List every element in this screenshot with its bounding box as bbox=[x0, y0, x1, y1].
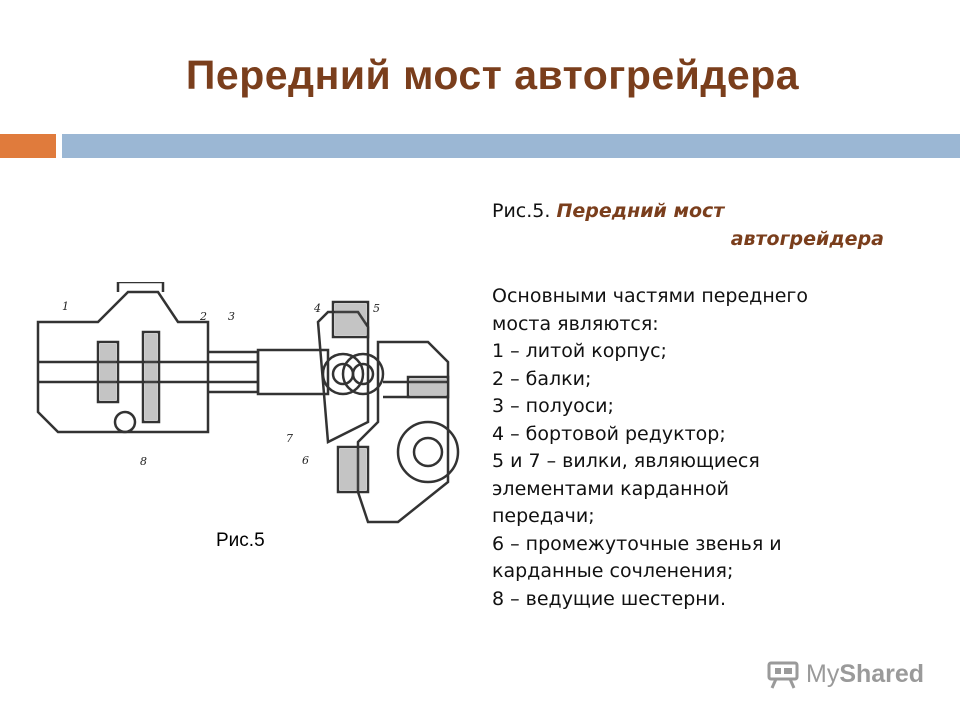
list-item: 5 и 7 – вилки, являющиеся bbox=[492, 450, 760, 472]
watermark-brand-b: Shared bbox=[839, 659, 925, 688]
watermark-brand-a: My bbox=[806, 659, 840, 688]
callout-1: 1 bbox=[62, 300, 69, 313]
accent-bar-orange bbox=[0, 134, 56, 158]
list-item: 4 – бортовой редуктор; bbox=[492, 422, 726, 445]
callout-5: 5 bbox=[373, 302, 380, 315]
callout-8: 8 bbox=[140, 455, 147, 468]
figure-reference-title-1: Передний мост bbox=[556, 200, 725, 222]
list-item: карданные сочленения; bbox=[492, 560, 734, 582]
myshared-watermark: MyShared bbox=[766, 656, 924, 692]
list-item: элементами карданной bbox=[492, 477, 729, 500]
callout-4: 4 bbox=[313, 302, 321, 315]
callout-6: 6 bbox=[302, 454, 309, 467]
list-item: 1 – литой корпус; bbox=[492, 340, 667, 362]
callout-3: 3 bbox=[228, 310, 235, 323]
front-axle-drawing: 1 2 3 4 5 6 7 8 bbox=[36, 282, 460, 524]
callout-2: 2 bbox=[199, 310, 207, 323]
figure-reference-title-2: автогрейдера bbox=[730, 227, 884, 250]
callout-7: 7 bbox=[286, 432, 293, 445]
list-item: Основными частями переднего bbox=[492, 285, 809, 307]
description-text: Рис.5. Передний мост автогрейдера Основн… bbox=[492, 198, 932, 613]
list-item: передачи; bbox=[492, 505, 595, 527]
figure-reference: Рис.5. Передний мост bbox=[492, 198, 932, 226]
projector-icon bbox=[767, 661, 799, 689]
slide-title: Передний мост автогрейдера bbox=[185, 52, 800, 98]
list-item: 8 – ведущие шестерни. bbox=[492, 587, 727, 610]
list-item: 2 – балки; bbox=[492, 367, 592, 390]
list-item: 3 – полуоси; bbox=[492, 395, 614, 417]
parts-list: Основными частями переднего моста являют… bbox=[492, 283, 932, 613]
figure-reference-prefix: Рис.5. bbox=[492, 200, 557, 222]
list-item: моста являются: bbox=[492, 312, 659, 335]
accent-bar-blue bbox=[62, 134, 960, 158]
list-item: 6 – промежуточные звенья и bbox=[492, 532, 782, 555]
figure-caption: Рис.5 bbox=[216, 530, 265, 551]
watermark-brand: MyShared bbox=[806, 660, 924, 689]
